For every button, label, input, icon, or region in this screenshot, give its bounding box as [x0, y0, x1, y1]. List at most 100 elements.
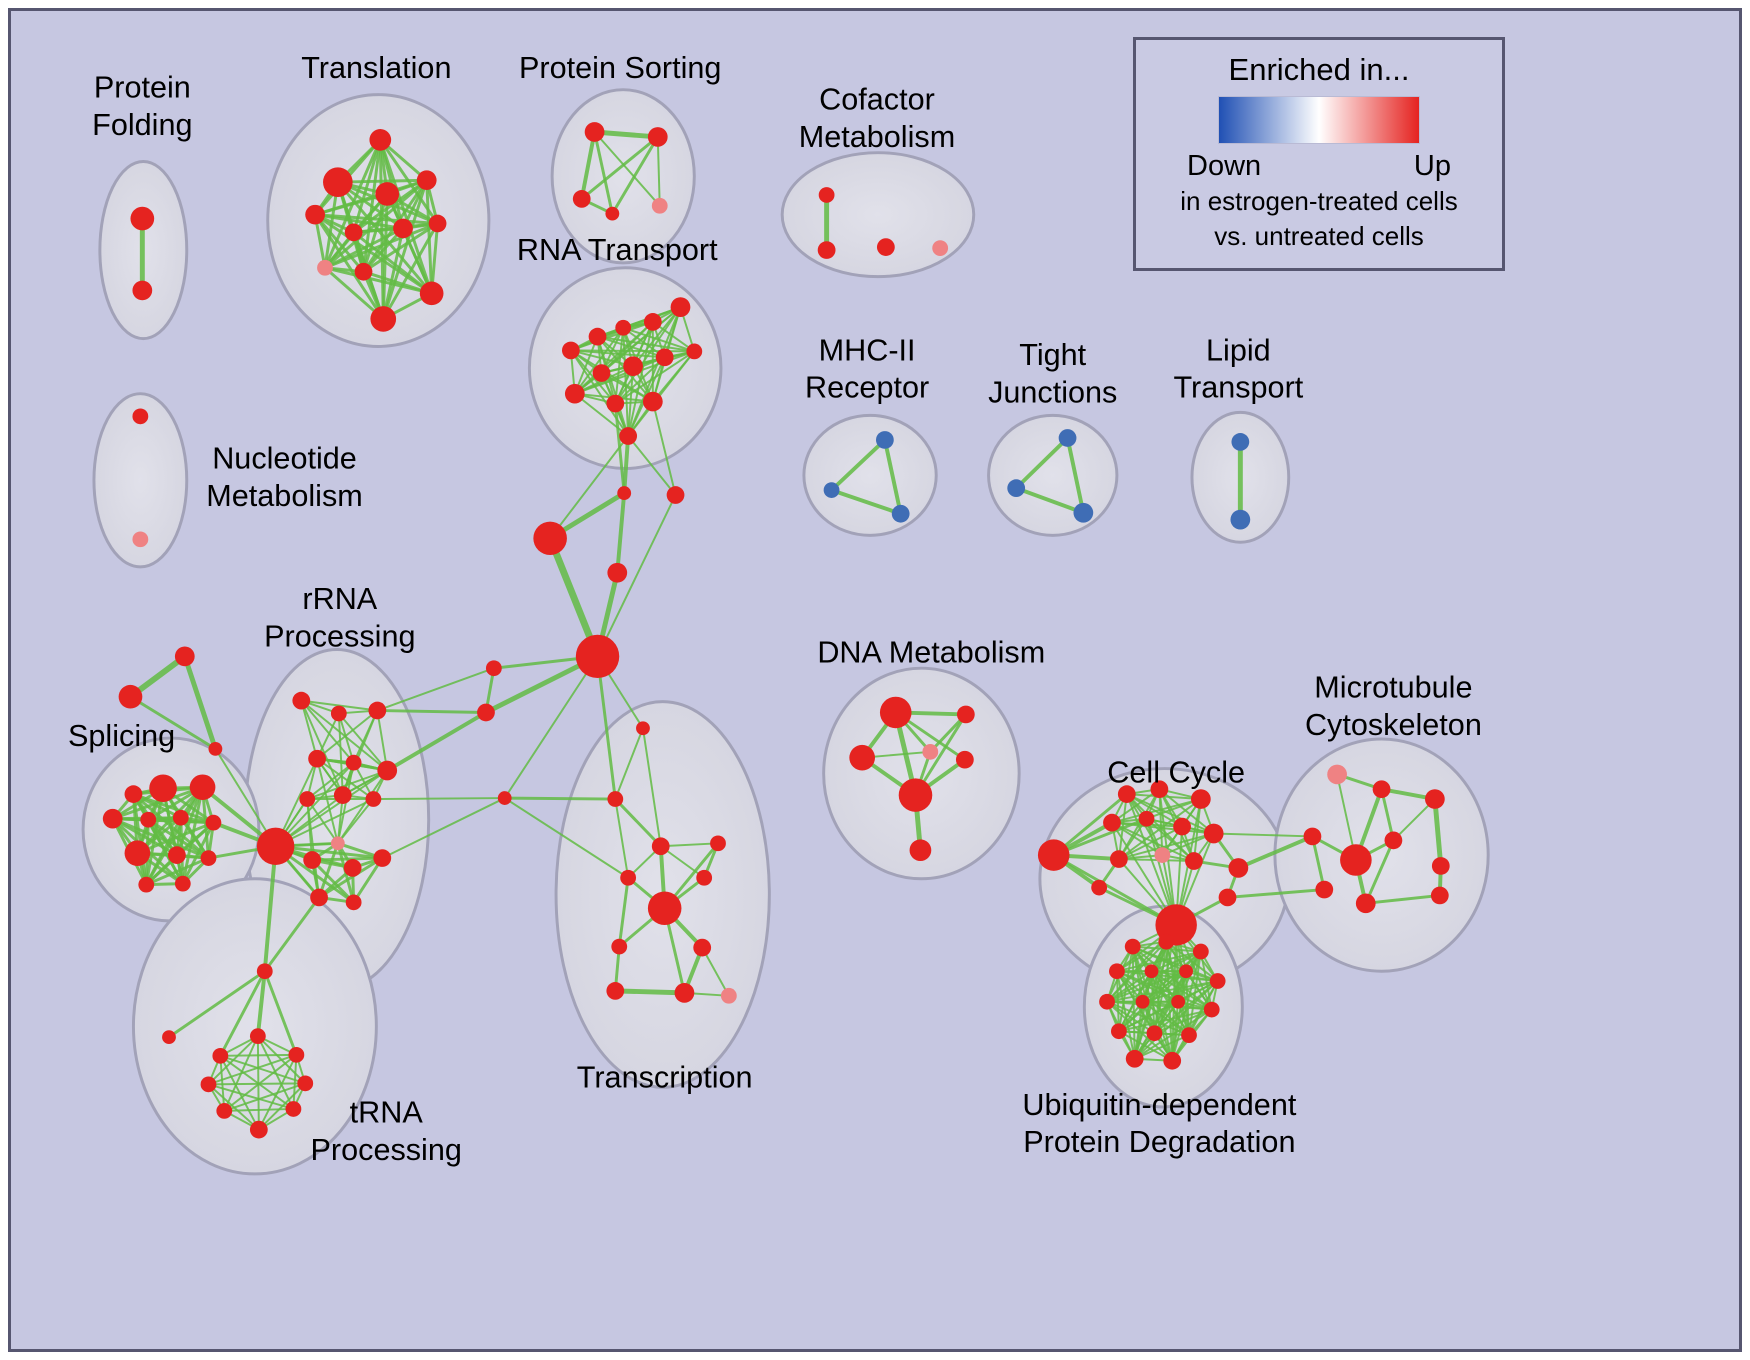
network-edge — [614, 727, 644, 801]
cluster-label-rna-transport: RNA Transport — [517, 233, 718, 267]
network-edge — [627, 306, 682, 437]
network-node-tx7 — [710, 835, 726, 852]
network-edge — [1117, 825, 1184, 861]
network-node-ub12 — [1110, 1023, 1127, 1040]
network-node-tl9 — [317, 259, 333, 276]
network-edge — [336, 769, 389, 845]
network-node-cc1 — [1037, 839, 1070, 871]
network-node-cc11 — [1185, 852, 1203, 870]
cluster-label-rrna-processing-line2: Processing — [264, 620, 415, 654]
network-node-rt10 — [564, 383, 585, 404]
network-edge — [376, 709, 389, 772]
network-edge — [1106, 970, 1188, 1003]
network-node-ub8 — [1099, 993, 1115, 1010]
cluster-ellipse-nucleotide-metabolism — [92, 392, 189, 569]
network-edge — [627, 435, 677, 497]
network-node-ps1 — [584, 122, 605, 142]
network-node-mt9 — [1355, 893, 1376, 914]
network-node-rr6 — [377, 760, 398, 781]
network-edge — [207, 1053, 298, 1086]
network-edge — [1110, 798, 1202, 824]
network-node-sp12 — [138, 876, 155, 893]
network-node-rt4 — [643, 313, 662, 331]
network-node-cc13 — [1091, 879, 1108, 896]
cluster-label-protein-folding-line1: Protein — [94, 71, 191, 105]
network-edge — [219, 1054, 307, 1085]
network-edge — [1117, 1008, 1213, 1033]
network-edge — [313, 213, 434, 295]
network-node-mt7 — [1431, 857, 1450, 875]
network-edge — [182, 653, 218, 752]
network-edge — [573, 335, 599, 395]
network-node-rr13 — [373, 849, 392, 867]
network-node-ub6 — [1179, 964, 1193, 979]
network-edge — [378, 138, 434, 295]
network-edge — [381, 178, 429, 321]
network-node-tg3 — [208, 741, 223, 756]
network-node-rr5 — [345, 754, 362, 771]
network-edge — [1364, 838, 1395, 905]
cluster-label-mhc-ii-receptor-line2: Receptor — [805, 371, 929, 405]
network-node-ub9 — [1135, 994, 1150, 1009]
network-node-cn6 — [477, 703, 495, 722]
network-node-mt4 — [1303, 827, 1322, 846]
legend-up-label: Up — [1413, 150, 1451, 182]
network-node-dm7 — [909, 839, 932, 862]
network-node-ub14 — [1181, 1027, 1197, 1044]
network-node-rr8 — [333, 786, 352, 804]
network-node-dm5 — [955, 750, 974, 769]
cluster-ellipse-trna-processing — [131, 877, 378, 1176]
network-node-cc4 — [1190, 789, 1211, 809]
network-node-ub10 — [1171, 994, 1186, 1009]
network-edge — [323, 222, 440, 270]
network-edge — [135, 821, 215, 855]
network-edge — [300, 699, 319, 760]
network-node-rt12 — [642, 391, 663, 412]
network-edge — [306, 769, 389, 801]
network-node-tn5 — [200, 1076, 217, 1093]
network-node-ub15 — [1125, 1049, 1144, 1068]
network-edge — [1226, 888, 1326, 899]
network-node-rr14 — [310, 888, 328, 907]
network-edge — [615, 491, 627, 575]
network-edge — [1310, 834, 1326, 892]
network-edge — [610, 135, 660, 216]
cluster-label-nucleotide-metabolism-line2: Metabolism — [206, 479, 362, 513]
network-edge — [336, 178, 429, 184]
network-node-tn2 — [249, 1028, 266, 1045]
cluster-label-dna-metabolism: DNA Metabolism — [817, 635, 1045, 669]
network-node-cm3 — [876, 238, 895, 256]
cluster-label-ubiquitin-dependent-protein-degradation-line1: Ubiquitin-dependent — [1022, 1088, 1296, 1122]
network-node-mt1 — [1327, 764, 1347, 785]
network-node-ub2 — [1158, 933, 1175, 950]
cluster-ellipse-cofactor-metabolism — [780, 151, 976, 279]
network-edge — [573, 320, 654, 395]
network-edge — [1141, 980, 1219, 1003]
network-edge — [381, 797, 506, 860]
network-edge — [613, 797, 663, 848]
network-node-sp4 — [102, 808, 123, 829]
network-edge — [362, 270, 434, 295]
legend-caption-line2: vs. untreated cells — [1214, 220, 1424, 251]
network-node-tn8 — [285, 1101, 302, 1117]
network-node-sp5 — [140, 811, 157, 828]
network-edge — [317, 856, 384, 899]
network-node-tx8 — [611, 938, 628, 955]
network-edge — [580, 135, 660, 201]
network-node-tn9 — [249, 1120, 268, 1139]
cluster-label-protein-folding-line2: Folding — [92, 108, 192, 142]
network-node-tx1 — [636, 721, 650, 736]
network-edge — [131, 792, 148, 887]
network-node-tl4 — [375, 182, 400, 206]
network-node-rt3 — [615, 319, 632, 336]
network-edge — [829, 488, 903, 516]
cluster-label-trna-processing-line2: Processing — [311, 1133, 462, 1167]
network-node-mt6 — [1340, 844, 1372, 876]
network-edge — [1133, 1034, 1190, 1060]
network-edge — [632, 306, 682, 368]
network-node-dm3 — [849, 744, 875, 771]
network-node-tn1 — [162, 1030, 176, 1045]
network-edge — [255, 969, 267, 1039]
legend-title: Enriched in... — [1228, 52, 1410, 87]
network-edge — [651, 400, 677, 497]
